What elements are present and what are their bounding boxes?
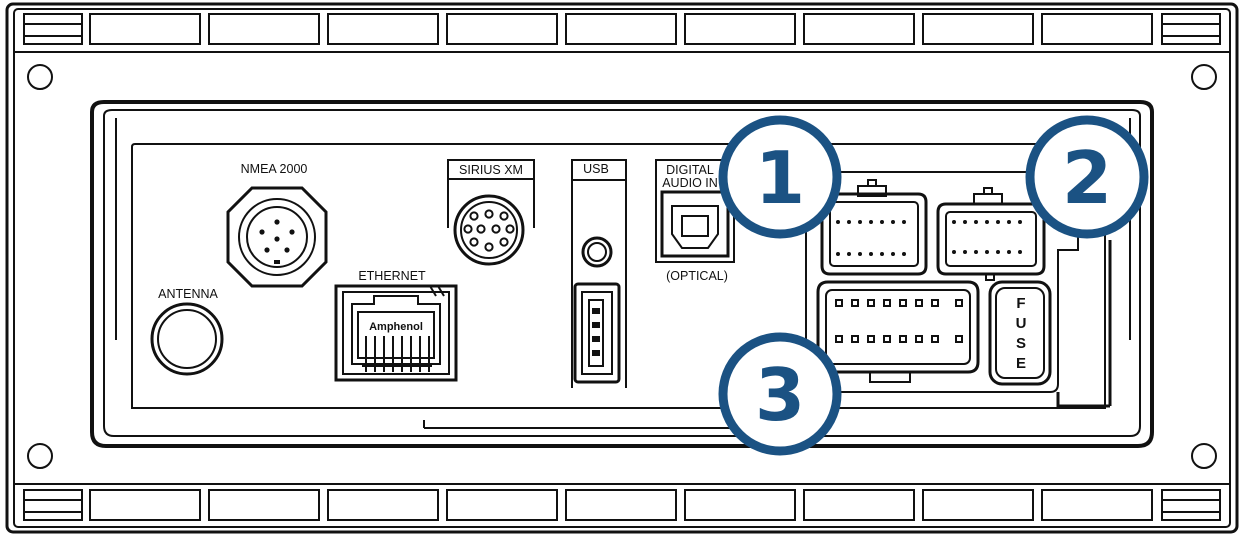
callout-3-number: 3 bbox=[755, 353, 805, 437]
fuse-letter-u: U bbox=[1016, 315, 1027, 332]
nmea-2000-port bbox=[226, 186, 328, 288]
amphenol-label: Amphenol bbox=[369, 321, 423, 333]
usb-port: USB bbox=[571, 159, 627, 388]
callout-2-number: 2 bbox=[1062, 136, 1112, 220]
sirius-xm-label: SIRIUS XM bbox=[459, 163, 523, 177]
bottom-vent-strip bbox=[14, 483, 1230, 521]
harness-connector-3 bbox=[816, 280, 980, 383]
ethernet-port: Amphenol bbox=[334, 284, 458, 382]
outer-housing bbox=[5, 2, 1239, 534]
fuse-letter-e: E bbox=[1016, 355, 1026, 372]
fuse-letter-f: F bbox=[1016, 295, 1025, 312]
harness-connector-2 bbox=[936, 187, 1046, 281]
callout-3: 3 bbox=[718, 332, 842, 456]
callout-2: 2 bbox=[1025, 115, 1149, 239]
digital-audio-label-line1: DIGITAL bbox=[666, 163, 714, 177]
inner-housing bbox=[13, 8, 1231, 528]
mount-hole-bottom-right bbox=[1191, 443, 1217, 469]
connector-bezel bbox=[90, 100, 1154, 448]
ethernet-label: ETHERNET bbox=[358, 269, 426, 283]
digital-audio-label-line2: AUDIO IN bbox=[662, 176, 718, 190]
connector-plate bbox=[131, 143, 1106, 409]
callout-1: 1 bbox=[718, 115, 842, 239]
mount-hole-bottom-left bbox=[27, 443, 53, 469]
optical-label: (OPTICAL) bbox=[666, 269, 728, 283]
callout-1-number: 1 bbox=[755, 136, 805, 220]
sirius-xm-port: SIRIUS XM bbox=[447, 159, 535, 266]
optical-audio-port: DIGITAL AUDIO IN (OPTICAL) bbox=[655, 159, 735, 283]
fuse-letter-s: S bbox=[1016, 335, 1026, 352]
usb-label: USB bbox=[583, 162, 609, 176]
mount-hole-top-left bbox=[27, 64, 53, 90]
top-vent-strip bbox=[14, 13, 1230, 53]
nmea-2000-label: NMEA 2000 bbox=[241, 162, 308, 176]
mount-hole-top-right bbox=[1191, 64, 1217, 90]
antenna-port bbox=[150, 302, 224, 376]
fuse-holder: F U S E bbox=[988, 280, 1052, 386]
antenna-label: ANTENNA bbox=[158, 287, 218, 301]
